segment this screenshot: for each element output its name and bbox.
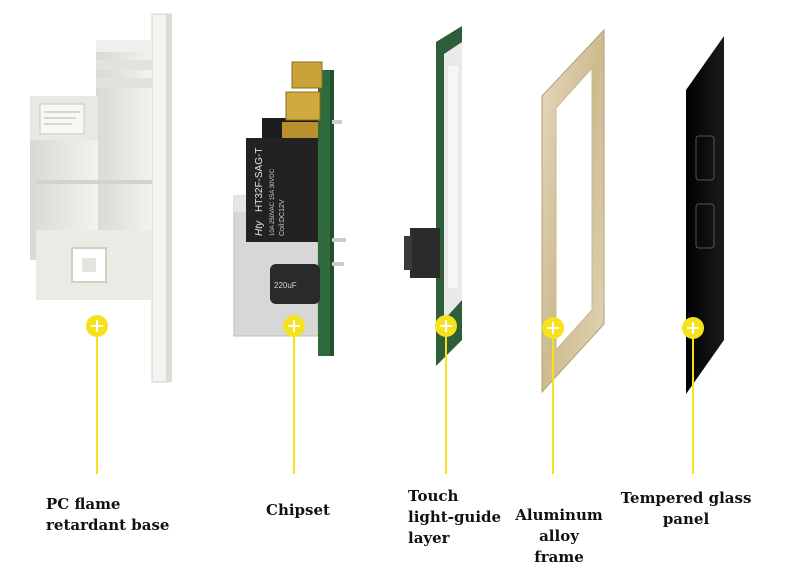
pointer-touch xyxy=(435,315,457,474)
glass-touch-key-top xyxy=(695,135,715,181)
capacitor xyxy=(270,264,320,304)
label-frame-line2: alloy xyxy=(539,527,579,545)
label-pc-base: PC flame retardant base xyxy=(46,494,169,536)
relay-brand: Hty xyxy=(254,220,265,236)
label-chipset: Chipset xyxy=(266,500,330,521)
label-glass: Tempered glass panel xyxy=(616,488,756,530)
capacitor-label: 220uF xyxy=(274,281,297,290)
glass-panel xyxy=(686,36,724,394)
relay-model: HT32F-SAG-T xyxy=(254,148,265,212)
label-glass-line2: panel xyxy=(662,510,710,528)
pointer-glass xyxy=(682,317,704,474)
label-pc-base-line1: PC flame xyxy=(46,495,121,513)
relay-block xyxy=(246,138,328,242)
label-frame-line3: frame xyxy=(534,548,584,566)
chipset-illustration: Hty HT32F-SAG-T 10A 250VAC 15A 30VDC Coi… xyxy=(233,61,346,356)
relay-coil: Coil:DC12V xyxy=(279,199,286,236)
label-touch-line3: layer xyxy=(408,529,450,547)
label-frame: Aluminum alloy frame xyxy=(514,505,604,568)
label-pc-base-line2: retardant base xyxy=(46,516,170,534)
label-touch-line2: light-guide xyxy=(408,508,502,526)
gold-terminal-top xyxy=(291,61,323,89)
pc-base-illustration xyxy=(30,13,172,383)
frame-illustration xyxy=(541,28,605,394)
touch-connector xyxy=(410,228,440,278)
pcb-board xyxy=(318,70,332,356)
glass-illustration xyxy=(686,36,724,394)
base-label-sticker xyxy=(39,103,85,135)
label-touch-layer: Touch light-guide layer xyxy=(408,486,501,549)
label-frame-line1: Aluminum xyxy=(515,506,603,524)
label-glass-line1: Tempered glass xyxy=(620,489,752,507)
pointer-chipset xyxy=(283,315,305,474)
gold-terminal-mid xyxy=(285,91,321,121)
label-chipset-line1: Chipset xyxy=(266,501,330,519)
relay-printed-text: Hty HT32F-SAG-T 10A 250VAC 15A 30VDC Coi… xyxy=(254,148,286,236)
relay-rating: 10A 250VAC 15A 30VDC xyxy=(270,168,276,236)
pointer-frame xyxy=(542,317,564,474)
glass-touch-key-bottom xyxy=(695,203,715,249)
pointer-base xyxy=(86,315,108,474)
touch-layer-illustration xyxy=(404,26,462,366)
label-touch-line1: Touch xyxy=(408,487,459,505)
